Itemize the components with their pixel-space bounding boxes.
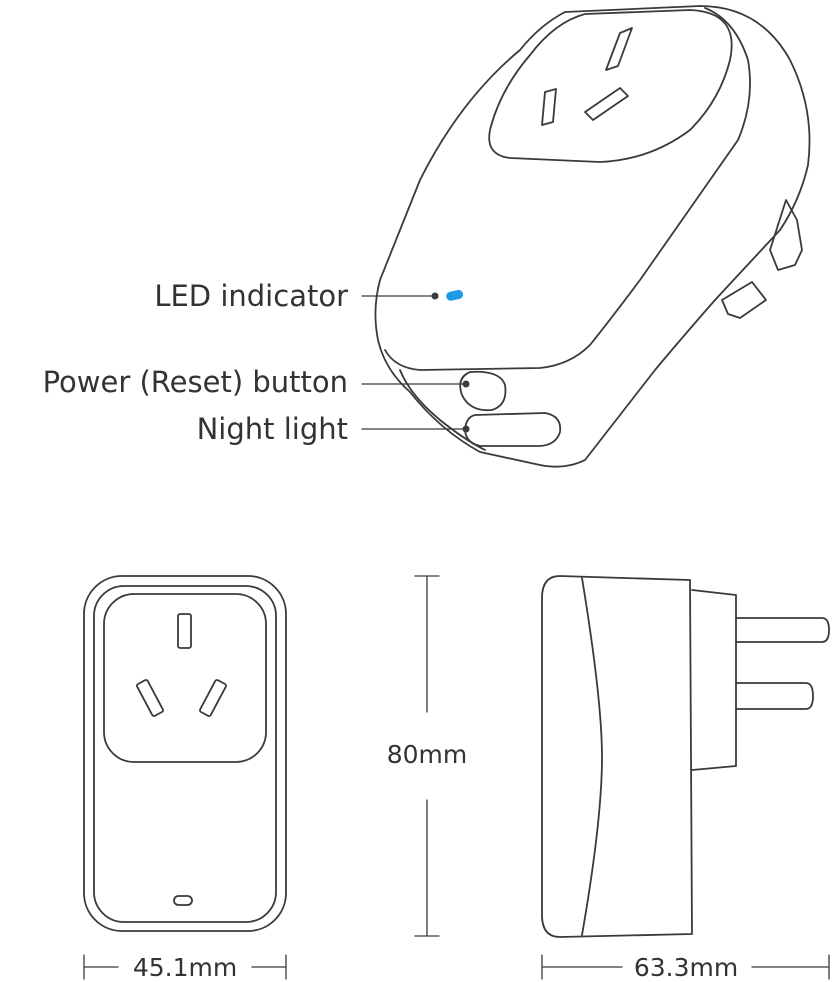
led-indicator-light [446, 290, 464, 301]
plug-body-outline [374, 5, 811, 468]
rear-prong-lower [721, 281, 767, 319]
front-led-indicator [173, 895, 193, 906]
perspective-view: LED indicator Power (Reset) button Night… [43, 5, 811, 468]
side-prong-lower [735, 682, 814, 710]
night-light-window [464, 412, 562, 447]
socket-hole-right [584, 87, 629, 121]
bottom-face-edge [399, 369, 486, 451]
front-socket-hole-top [177, 613, 192, 649]
front-face-edge [384, 7, 751, 371]
side-view: 63.3mm [541, 575, 830, 982]
socket-recess [488, 9, 733, 163]
label-power-button: Power (Reset) button [43, 365, 348, 399]
front-inner-outline [93, 585, 277, 923]
callout-dot-power [462, 380, 470, 388]
side-prong-upper [735, 617, 830, 643]
label-night-light: Night light [197, 412, 348, 446]
socket-hole-left [541, 88, 557, 126]
rear-prong-upper [769, 199, 803, 271]
side-body-outline [541, 575, 693, 938]
side-base-plate [691, 589, 737, 771]
height-dimension-label: 80mm [387, 740, 468, 769]
front-view: 45.1mm [83, 575, 287, 982]
depth-dimension-label: 63.3mm [634, 953, 738, 982]
height-dimension: 80mm [387, 575, 468, 937]
front-socket-recess [103, 593, 267, 763]
front-socket-hole-left [136, 679, 164, 717]
side-curve-edge [581, 577, 603, 936]
callout-dot-led [431, 292, 439, 300]
front-socket-hole-right [199, 679, 227, 717]
socket-hole-top [605, 27, 633, 71]
front-body-outline [83, 575, 287, 932]
power-button [459, 370, 507, 412]
width-dimension-label: 45.1mm [133, 953, 237, 982]
callout-dot-night [462, 425, 470, 433]
label-led-indicator: LED indicator [154, 279, 348, 313]
